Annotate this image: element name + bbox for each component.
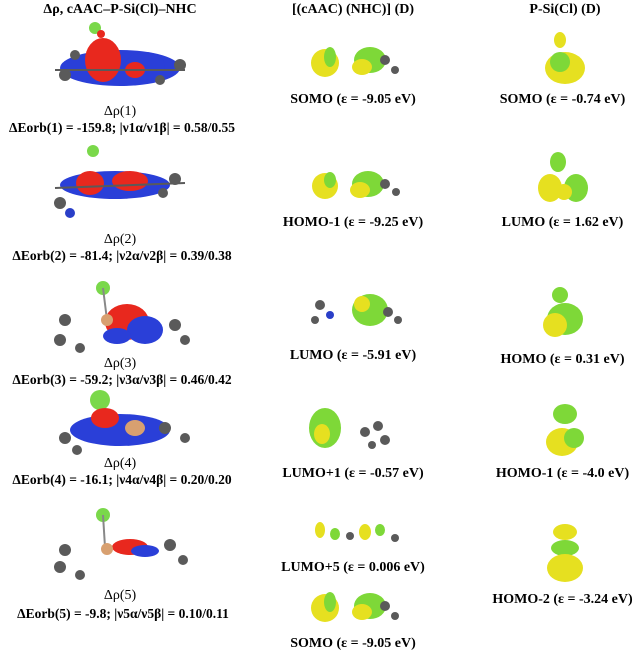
orbital-image-cAAC-NHC-6 (311, 592, 399, 622)
drho-label-1: Δρ(1) (103, 104, 137, 119)
drho-label-4: Δρ(4) (103, 456, 137, 471)
right-orbital-label-2: LUMO (ε = 1.62 eV) (501, 215, 624, 230)
orbital-image-cAAC-NHC-3 (311, 294, 402, 326)
deformation-density-image-4 (59, 390, 190, 455)
orbital-image-PSiCl-5 (547, 524, 583, 582)
eorb-label-1: ΔEorb(1) = -159.8; |ν1α/ν1β| = 0.58/0.55 (9, 120, 235, 135)
mid-orbital-label-4: LUMO+1 (ε = -0.57 eV) (282, 466, 424, 481)
deformation-density-image-5 (54, 508, 188, 580)
deformation-density-image-2 (54, 145, 186, 218)
drho-label-2: Δρ(2) (103, 232, 137, 247)
right-orbital-label-4: HOMO-1 (ε = -4.0 eV) (495, 466, 630, 481)
mid-orbital-label-6: SOMO (ε = -9.05 eV) (290, 636, 416, 651)
right-orbital-label-1: SOMO (ε = -0.74 eV) (499, 92, 626, 107)
eorb-label-3: ΔEorb(3) = -59.2; |ν3α/ν3β| = 0.46/0.42 (12, 372, 232, 387)
orbital-image-cAAC-NHC-5 (315, 522, 399, 542)
drho-label-5: Δρ(5) (103, 588, 137, 603)
orbital-image-cAAC-NHC-1 (311, 47, 399, 77)
mid-orbital-label-2: HOMO-1 (ε = -9.25 eV) (282, 215, 424, 230)
orbital-image-PSiCl-2 (538, 152, 588, 202)
header-cAAC-NHC-fragment: [(cAAC) (NHC)] (D) (291, 2, 415, 17)
orbital-image-cAAC-NHC-4 (309, 408, 390, 449)
orbital-image-PSiCl-1 (545, 32, 585, 84)
right-orbital-label-3: HOMO (ε = 0.31 eV) (500, 352, 625, 367)
mid-orbital-label-5: LUMO+5 (ε = 0.006 eV) (281, 560, 425, 575)
orbital-image-PSiCl-3 (543, 287, 583, 337)
mid-orbital-label-3: LUMO (ε = -5.91 eV) (289, 348, 417, 363)
mid-orbital-label-1: SOMO (ε = -9.05 eV) (290, 92, 416, 107)
eorb-label-5: ΔEorb(5) = -9.8; |ν5α/ν5β| = 0.10/0.11 (17, 606, 229, 621)
header-deformation-density: Δρ, cAAC–P-Si(Cl)–NHC (43, 2, 197, 17)
drho-label-3: Δρ(3) (103, 356, 137, 371)
eorb-label-2: ΔEorb(2) = -81.4; |ν2α/ν2β| = 0.39/0.38 (12, 248, 232, 263)
orbital-image-cAAC-NHC-2 (312, 171, 400, 199)
right-orbital-label-5: HOMO-2 (ε = -3.24 eV) (492, 592, 633, 607)
deformation-density-image-1 (55, 22, 186, 86)
deformation-density-image-3 (54, 281, 190, 353)
orbital-image-PSiCl-4 (546, 404, 584, 456)
header-P-SiCl-fragment: P-Si(Cl) (D) (529, 2, 601, 17)
eorb-label-4: ΔEorb(4) = -16.1; |ν4α/ν4β| = 0.20/0.20 (12, 472, 232, 487)
